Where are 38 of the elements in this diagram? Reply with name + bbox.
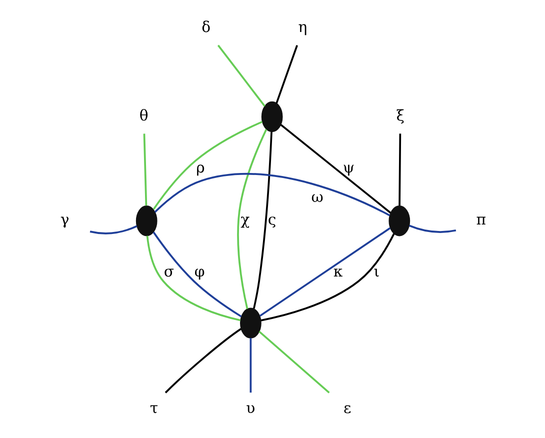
node-ellipse [388, 206, 410, 236]
node-text: π [476, 210, 486, 228]
connector [142, 134, 147, 206]
connector [216, 44, 265, 107]
node-text: τ [149, 399, 158, 418]
connector [258, 330, 330, 394]
connector [275, 44, 298, 104]
edge-label: ς [267, 210, 276, 228]
connector [89, 225, 137, 234]
node-text: θ [138, 106, 148, 124]
edge-label: κ [332, 262, 342, 280]
connector [252, 132, 272, 309]
connector [408, 224, 456, 233]
connector [146, 236, 240, 322]
node-ellipse [260, 101, 282, 132]
edge-label: φ [194, 262, 204, 280]
node-text: υ [246, 399, 255, 418]
node-text: ε [343, 399, 351, 418]
connector [164, 328, 242, 394]
edge-label: ω [310, 188, 323, 206]
edge-label: σ [163, 262, 174, 280]
connector [398, 134, 401, 206]
connector [249, 338, 252, 393]
connector [152, 232, 242, 318]
node-text: γ [60, 210, 69, 228]
edge-label: ψ [342, 158, 354, 176]
edge-label: ι [373, 262, 380, 280]
connector [280, 124, 391, 214]
node-text: η [298, 18, 307, 36]
node-text: δ [201, 18, 210, 36]
edge-label: ρ [196, 158, 204, 176]
node-text: ξ [396, 106, 404, 124]
edge-label: χ [240, 210, 250, 228]
node-ellipse [135, 206, 157, 236]
connector [154, 173, 390, 216]
connector [152, 120, 262, 210]
node-ellipse [240, 308, 261, 338]
connector [236, 128, 267, 310]
